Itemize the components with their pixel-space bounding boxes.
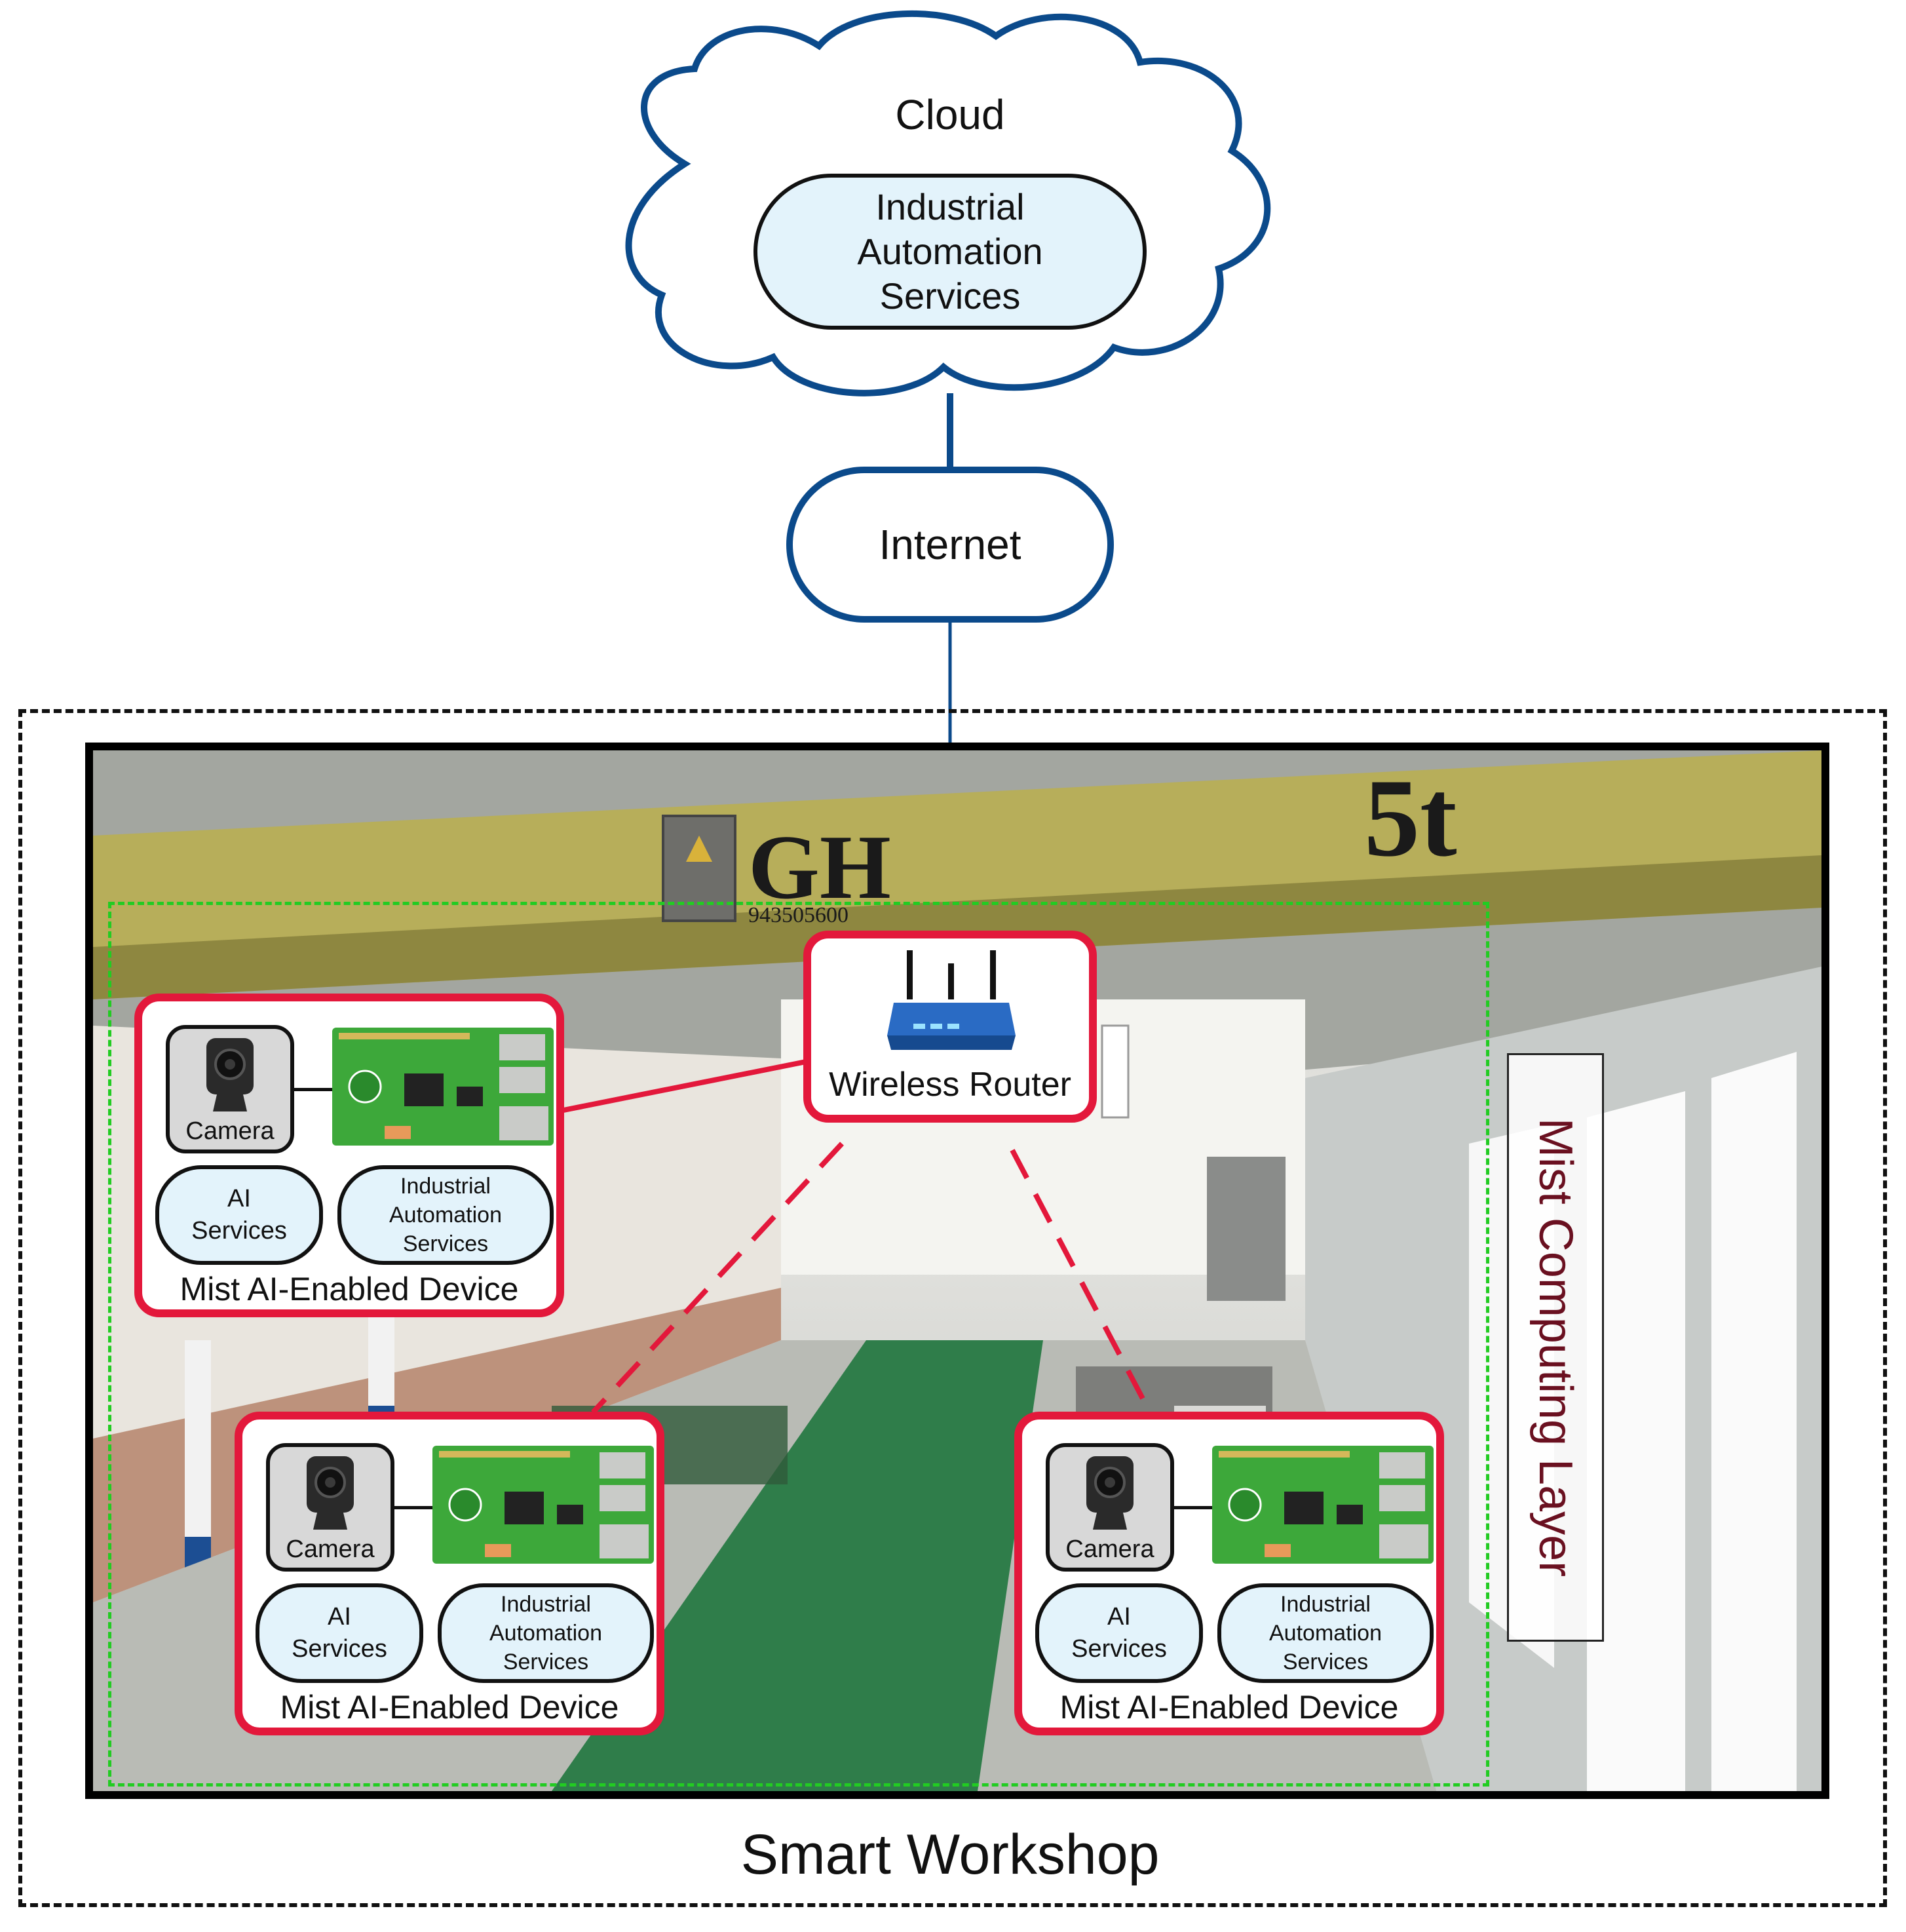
beam-capacity-text: 5t bbox=[1364, 756, 1457, 879]
camera-link bbox=[394, 1506, 432, 1509]
cloud-industrial-automation-services: Industrial Automation Services bbox=[753, 174, 1147, 330]
mist-computing-layer-label-box: Mist Computing Layer bbox=[1507, 1053, 1604, 1642]
device-label: Mist AI-Enabled Device bbox=[180, 1271, 519, 1307]
camera-box: Camera bbox=[1046, 1443, 1174, 1572]
smart-workshop-label: Smart Workshop bbox=[740, 1823, 1160, 1886]
camera-box: Camera bbox=[166, 1025, 294, 1153]
camera-label: Camera bbox=[1065, 1536, 1154, 1563]
raspberry-pi-board-icon bbox=[432, 1446, 654, 1564]
ai-services-box: AI Services bbox=[256, 1583, 423, 1683]
wireless-router-icon bbox=[887, 950, 1016, 1050]
beam-number-text: 943505600 bbox=[748, 903, 848, 927]
mist-ai-device-1: Camera AI Services Industrial Automation… bbox=[134, 994, 564, 1317]
industrial-automation-services-box: Industrial Automation Services bbox=[337, 1165, 554, 1265]
camera-link bbox=[294, 1088, 332, 1091]
cloud-title: Cloud bbox=[895, 91, 1005, 138]
camera-box: Camera bbox=[266, 1443, 394, 1572]
device-label: Mist AI-Enabled Device bbox=[280, 1689, 619, 1726]
wireless-router-label: Wireless Router bbox=[829, 1066, 1071, 1104]
industrial-automation-services-box: Industrial Automation Services bbox=[438, 1583, 654, 1683]
ai-services-box: AI Services bbox=[155, 1165, 323, 1265]
smart-workshop-boundary bbox=[18, 709, 1887, 1907]
ai-services-box: AI Services bbox=[1035, 1583, 1203, 1683]
camera-label: Camera bbox=[286, 1536, 375, 1563]
camera-link bbox=[1174, 1506, 1212, 1509]
raspberry-pi-board-icon bbox=[1212, 1446, 1434, 1564]
camera-icon bbox=[1086, 1456, 1134, 1530]
internet-node: Internet bbox=[786, 467, 1114, 623]
wireless-router: Wireless Router bbox=[803, 931, 1097, 1123]
mist-computing-area bbox=[108, 902, 1489, 1787]
mist-ai-device-3: Camera AI Services Industrial Automation… bbox=[1014, 1412, 1444, 1735]
mist-ai-device-2: Camera AI Services Industrial Automation… bbox=[235, 1412, 664, 1735]
mist-computing-layer-label: Mist Computing Layer bbox=[1529, 1117, 1582, 1577]
industrial-automation-services-box: Industrial Automation Services bbox=[1217, 1583, 1434, 1683]
camera-icon bbox=[307, 1456, 354, 1530]
camera-icon bbox=[206, 1038, 254, 1111]
device-label: Mist AI-Enabled Device bbox=[1059, 1689, 1399, 1726]
raspberry-pi-board-icon bbox=[332, 1028, 554, 1146]
beam-id-text: GH bbox=[748, 817, 891, 918]
camera-label: Camera bbox=[185, 1117, 275, 1145]
